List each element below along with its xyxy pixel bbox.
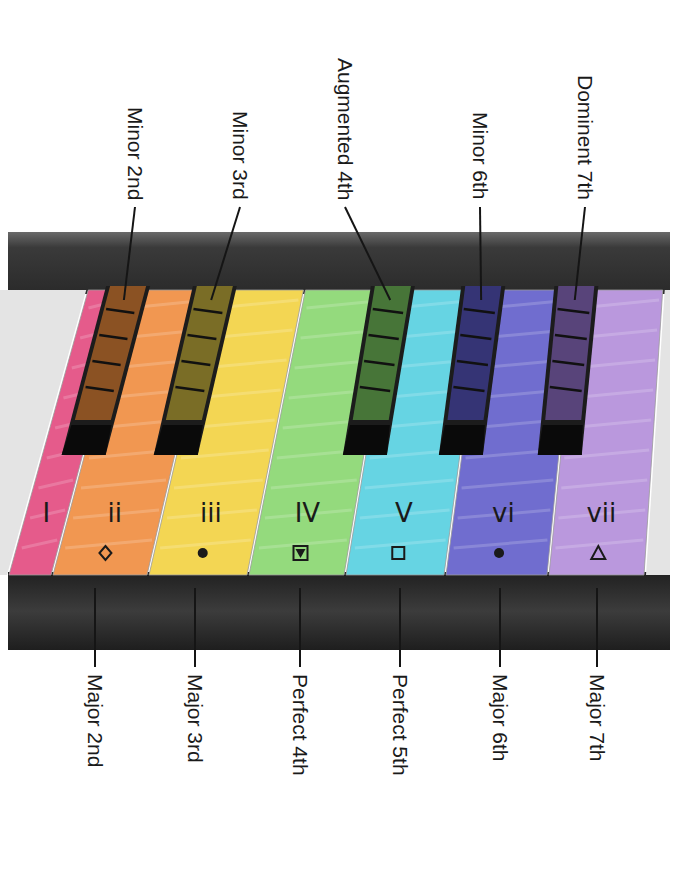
black-key	[439, 286, 505, 455]
chord-symbol	[294, 546, 308, 560]
interval-label: Minor 2nd	[123, 107, 147, 200]
leader-line	[124, 207, 135, 300]
black-key	[343, 286, 415, 455]
interval-label-holder: Dominent 7th	[573, 75, 597, 200]
leader-line	[596, 588, 598, 667]
interval-label: Augmented 4th	[333, 58, 357, 200]
chord-symbol	[494, 548, 504, 558]
leader-line	[94, 588, 96, 667]
interval-label: Major 7th	[585, 674, 609, 762]
interval-label-holder: Minor 3rd	[228, 111, 252, 200]
interval-label-holder: Augmented 4th	[333, 58, 357, 200]
scale-degree: I	[16, 498, 76, 528]
leader-line	[575, 207, 585, 300]
bottom-panel	[8, 572, 670, 650]
interval-label-holder: Minor 6th	[468, 112, 492, 200]
interval-label: Major 3rd	[183, 674, 207, 763]
black-key	[154, 286, 237, 455]
chord-symbol	[198, 548, 208, 558]
interval-label-holder: Major 7th	[585, 674, 609, 762]
leader-line	[211, 207, 240, 300]
interval-label-holder: Minor 2nd	[123, 107, 147, 200]
black-key	[538, 286, 599, 455]
chord-symbol	[99, 546, 111, 560]
interval-label-holder: Perfect 4th	[288, 674, 312, 776]
leader-line	[194, 588, 196, 667]
leader-line	[299, 588, 301, 667]
scale-degree: vi	[473, 498, 533, 528]
chord-symbol	[591, 546, 605, 559]
interval-label-holder: Major 2nd	[83, 674, 107, 767]
leader-line	[399, 588, 401, 667]
scale-degree: vii	[571, 498, 631, 528]
interval-label: Minor 3rd	[228, 111, 252, 200]
top-panel	[8, 232, 670, 294]
black-key	[62, 286, 151, 455]
interval-label: Dominent 7th	[573, 75, 597, 200]
interval-label: Perfect 5th	[388, 674, 412, 776]
chord-symbol	[392, 547, 404, 559]
scale-degree: V	[374, 498, 434, 528]
interval-label-holder: Major 6th	[488, 674, 512, 762]
leader-line	[499, 588, 501, 667]
interval-label: Minor 6th	[468, 112, 492, 200]
scale-degree: ii	[85, 498, 145, 528]
interval-label: Perfect 4th	[288, 674, 312, 776]
leader-line	[345, 207, 390, 300]
interval-label: Major 2nd	[83, 674, 107, 767]
leader-line	[480, 207, 481, 300]
scale-degree: iii	[181, 498, 241, 528]
interval-label: Major 6th	[488, 674, 512, 762]
scale-degree: IV	[277, 498, 337, 528]
interval-label-holder: Major 3rd	[183, 674, 207, 763]
interval-label-holder: Perfect 5th	[388, 674, 412, 776]
